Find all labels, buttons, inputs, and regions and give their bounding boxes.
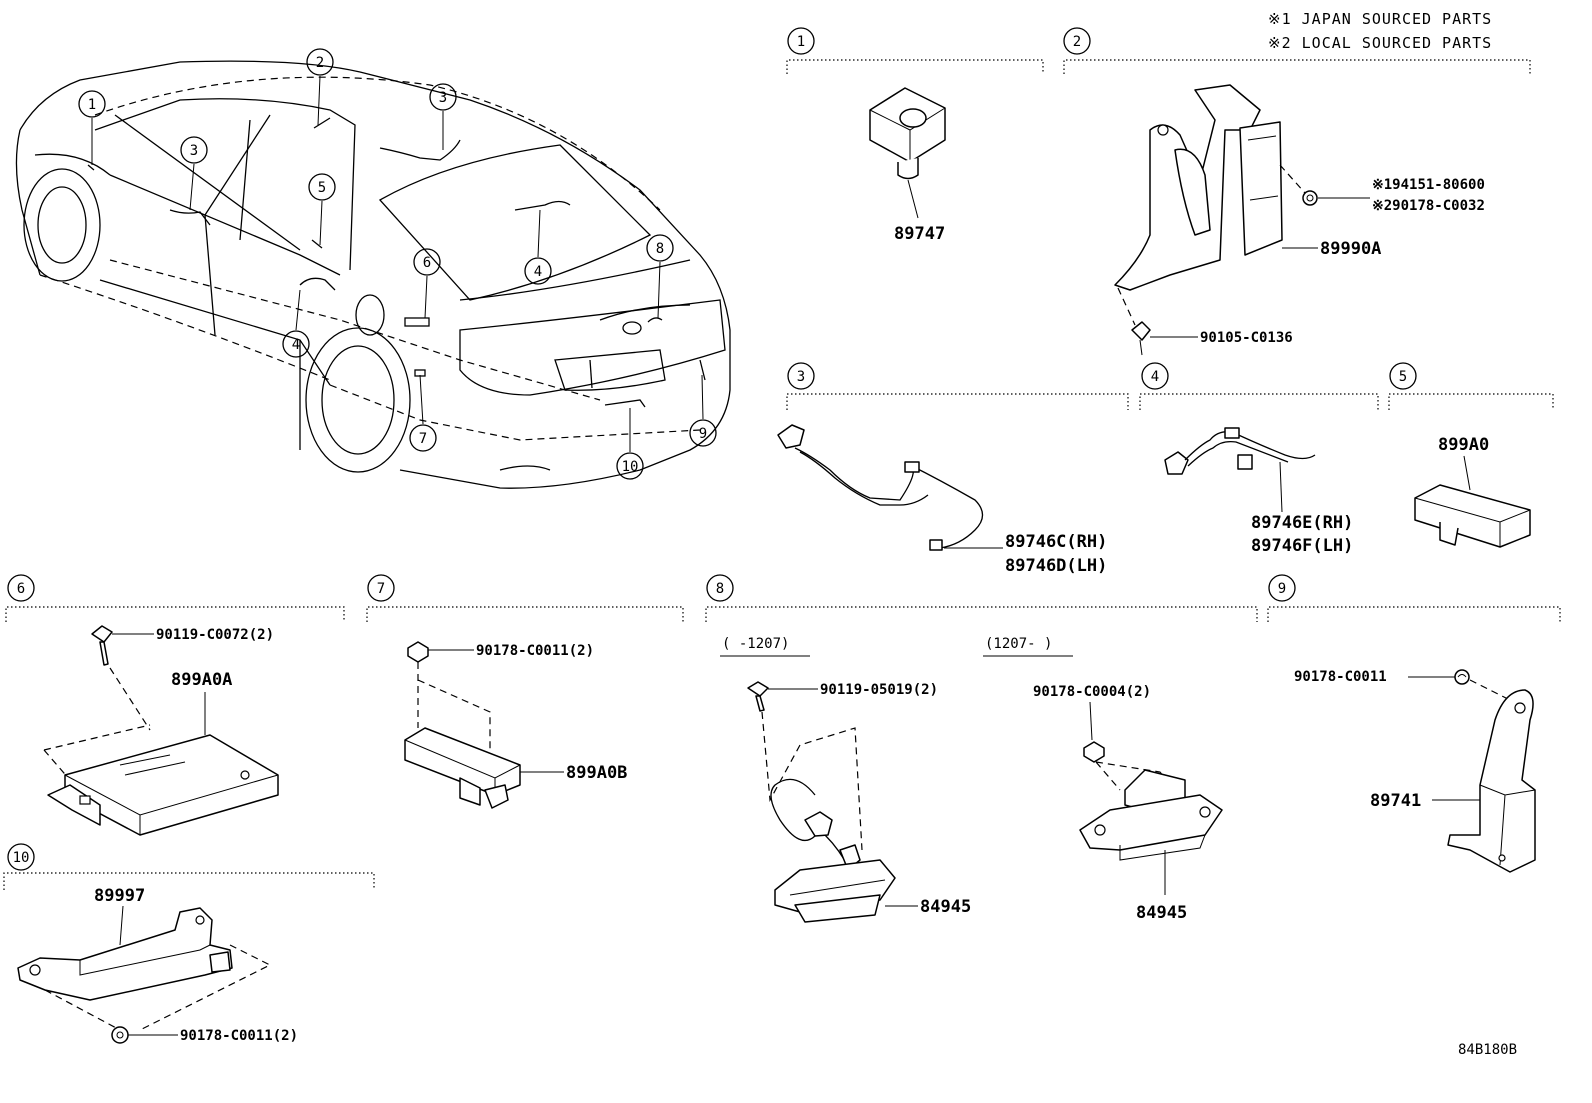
section-8: 8 ( -1207) (1207- ) 90119-05019(2) 84945…: [705, 574, 1258, 923]
part-number-194151-80600: ※194151-80600: [1372, 177, 1485, 193]
range-before-1207: ( -1207): [722, 636, 789, 652]
part-number-89746e-rh: 89746E(RH): [1251, 513, 1353, 533]
antenna-module-icon: [43, 724, 279, 836]
part-number-90178-c0004: 90178-C0004(2): [1033, 684, 1151, 700]
part-number-89746f-lh: 89746F(LH): [1251, 536, 1353, 556]
section-number: 1: [797, 34, 805, 50]
car-callout-leaders: [91, 75, 704, 452]
door-switch-icon: [770, 778, 896, 923]
svg-text:2: 2: [316, 55, 324, 71]
svg-text:4: 4: [292, 337, 300, 353]
nut-icon: [111, 1026, 129, 1044]
car-callout-3b: 3: [180, 136, 208, 164]
car-callout-9: 9: [689, 419, 717, 447]
car-callout-4a: 4: [524, 257, 552, 285]
nut-icon: [407, 641, 429, 663]
antenna-module-icon: [1414, 484, 1531, 548]
svg-text:6: 6: [423, 255, 431, 271]
section-number: 7: [377, 581, 385, 597]
wire-harness-icon: [777, 424, 984, 551]
car-outline-icon: [15, 60, 731, 489]
bracket-icon: [1447, 689, 1536, 873]
section-7: 7 90178-C0011(2) 899A0B: [366, 574, 684, 809]
part-number-899a0: 899A0: [1438, 435, 1489, 455]
svg-text:1: 1: [88, 97, 96, 113]
part-number-90178-c0011-s9: 90178-C0011: [1294, 669, 1387, 685]
car-callout-5: 5: [308, 173, 336, 201]
nut-icon: [1454, 669, 1470, 685]
svg-text:9: 9: [699, 426, 707, 442]
section-10: 10 89997 90178-C0011(2): [3, 843, 375, 1044]
part-number-899a0a: 899A0A: [171, 670, 232, 690]
door-switch-icon: [1079, 769, 1223, 861]
part-number-90178-c0011-s7: 90178-C0011(2): [476, 643, 594, 659]
car-callout-3a: 3: [429, 83, 457, 111]
section-number: 6: [17, 581, 25, 597]
section-2: 2 ※194151-80600 ※290178-C0032 89990A 901…: [1063, 27, 1531, 356]
nut-icon: [1302, 190, 1318, 206]
part-number-84945-left: 84945: [920, 897, 971, 917]
section-number: 3: [797, 369, 805, 385]
part-number-90119-c0072: 90119-C0072(2): [156, 627, 274, 643]
bracket-icon: [17, 907, 233, 1001]
bolt-icon: [1131, 321, 1151, 356]
section-4: 4 89746E(RH) 89746F(LH): [1139, 362, 1379, 556]
part-number-90178-c0032: ※290178-C0032: [1372, 198, 1485, 214]
part-number-84945-right: 84945: [1136, 903, 1187, 923]
section-number: 10: [13, 850, 30, 866]
svg-text:10: 10: [622, 459, 639, 475]
section-6: 6 90119-C0072(2) 899A0A: [5, 574, 345, 836]
section-number: 5: [1399, 369, 1407, 385]
note-japan-sourced: ※1 JAPAN SOURCED PARTS: [1268, 10, 1492, 28]
section-number: 4: [1151, 369, 1159, 385]
note-local-sourced: ※2 LOCAL SOURCED PARTS: [1268, 34, 1492, 52]
section-number: 9: [1278, 581, 1286, 597]
section-number-circle: [787, 27, 815, 55]
section-number: 8: [716, 581, 724, 597]
wire-harness-icon: [1164, 427, 1316, 475]
nut-icon: [1083, 741, 1105, 763]
car-callout-2: 2: [306, 48, 334, 76]
car-callout-4b: 4: [282, 330, 310, 358]
part-number-89741: 89741: [1370, 791, 1421, 811]
bolt-icon: [747, 681, 769, 712]
section-5: 5 899A0: [1388, 362, 1554, 548]
antenna-module-icon: [404, 727, 521, 809]
svg-text:5: 5: [318, 180, 326, 196]
car-callout-6: 6: [413, 248, 441, 276]
part-number-89990a: 89990A: [1320, 239, 1381, 259]
section-9: 9 90178-C0011 89741: [1267, 574, 1561, 873]
svg-text:3: 3: [439, 90, 447, 106]
svg-text:3: 3: [190, 143, 198, 159]
section-1: 1 89747: [786, 27, 1044, 244]
svg-text:8: 8: [656, 241, 664, 257]
part-number-89746d-lh: 89746D(LH): [1005, 556, 1107, 576]
part-number-899a0b: 899A0B: [566, 763, 627, 783]
part-number-89747: 89747: [894, 224, 945, 244]
car-callout-1: 1: [78, 90, 106, 118]
part-number-90119-05019: 90119-05019(2): [820, 682, 938, 698]
svg-text:4: 4: [534, 264, 542, 280]
range-after-1207: (1207- ): [985, 636, 1052, 652]
part-number-89746c-rh: 89746C(RH): [1005, 532, 1107, 552]
car-callout-7: 7: [409, 424, 437, 452]
section-3: 3 89746C(RH) 89746D(LH): [777, 362, 1129, 576]
part-number-90105-c0136: 90105-C0136: [1200, 330, 1293, 346]
diagram-code: 84B180B: [1458, 1042, 1517, 1058]
computer-bracket-icon: [1114, 84, 1283, 291]
section-number: 2: [1073, 34, 1081, 50]
svg-text:7: 7: [419, 431, 427, 447]
bolt-icon: [91, 625, 113, 666]
part-number-89997: 89997: [94, 886, 145, 906]
sensor-icon: [869, 87, 946, 180]
car-callout-10: 10: [616, 452, 644, 480]
part-number-90178-c0011-s10: 90178-C0011(2): [180, 1028, 298, 1044]
car-callout-8: 8: [646, 234, 674, 262]
